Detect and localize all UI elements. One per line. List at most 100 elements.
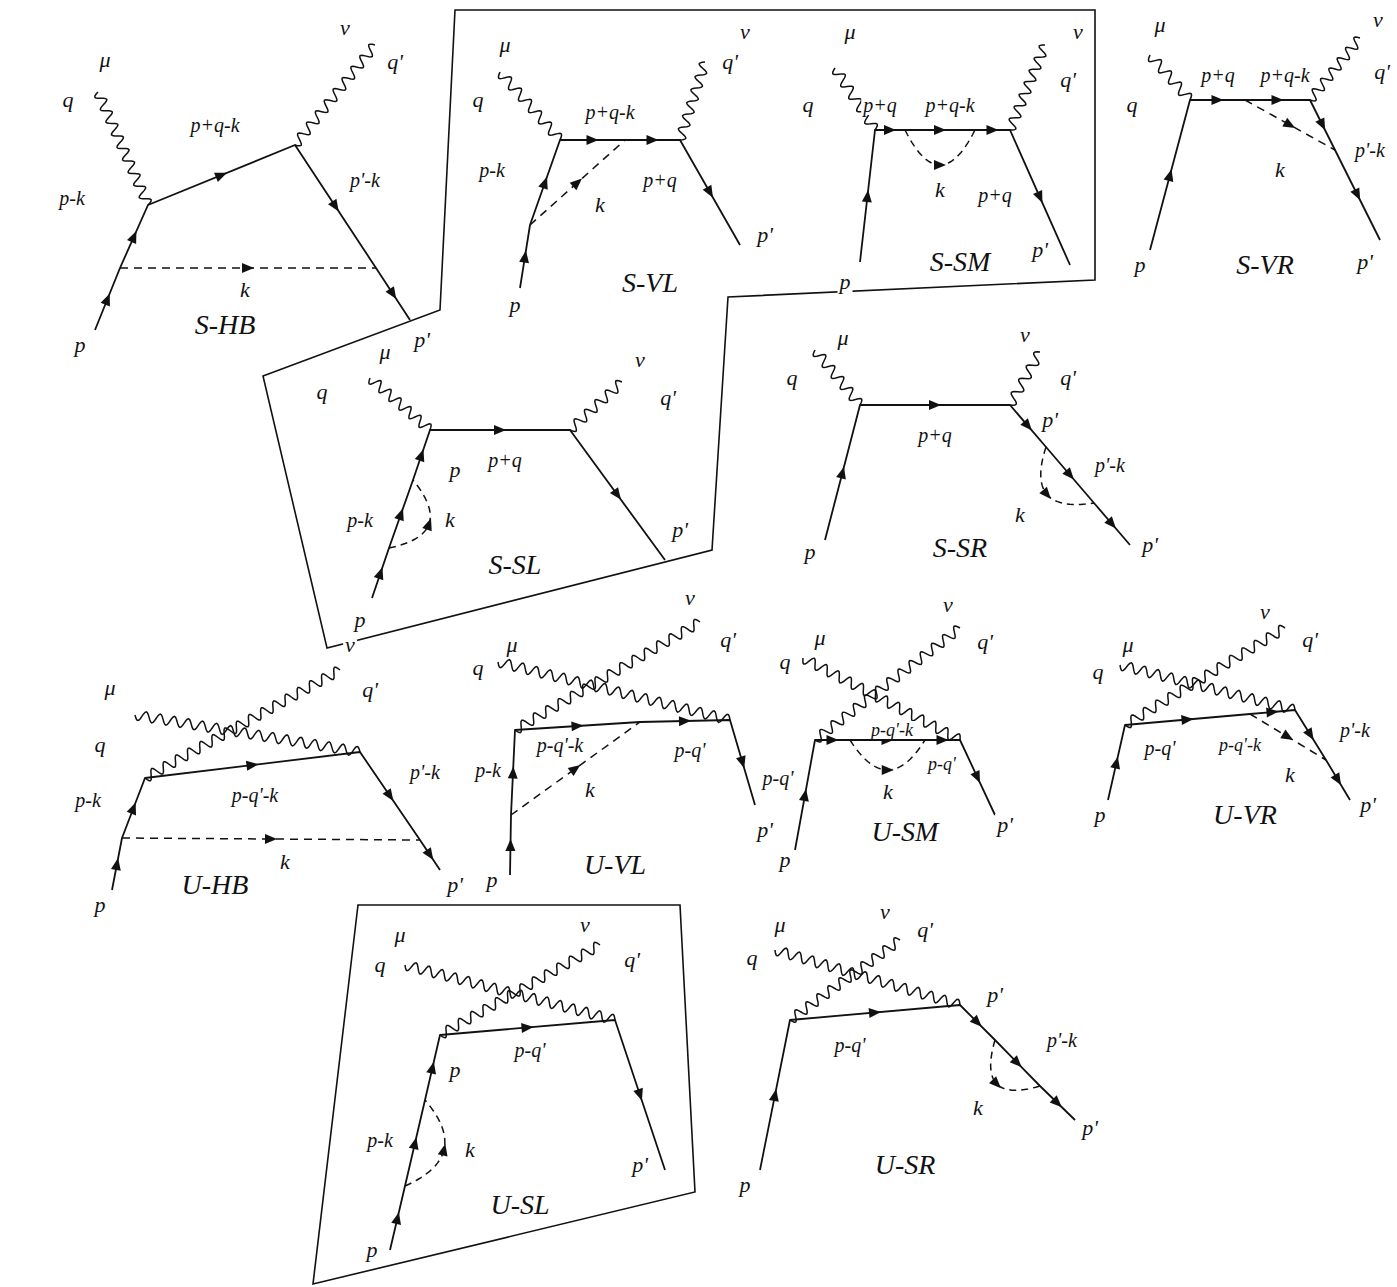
- fermion-arrow: [571, 721, 583, 731]
- momentum-label: p': [1140, 534, 1160, 556]
- fermion-arrow: [1062, 467, 1074, 479]
- momentum-label: q: [785, 367, 800, 389]
- momentum-label: μ: [504, 634, 519, 656]
- momentum-label: p'-k: [1093, 455, 1127, 475]
- momentum-label: p: [353, 609, 368, 631]
- momentum-label: p: [448, 459, 463, 481]
- momentum-label: q: [801, 94, 816, 116]
- momentum-label: p: [738, 1174, 753, 1196]
- momentum-label: ν: [338, 17, 352, 39]
- fermion-arrow: [970, 770, 980, 783]
- fermion-arrow: [1110, 757, 1120, 770]
- fermion-line: [95, 145, 410, 330]
- photon-line: [775, 948, 960, 1007]
- feynman-diagram: [1148, 37, 1380, 250]
- momentum-label: q: [373, 954, 388, 976]
- scalar-line: [1245, 100, 1335, 150]
- momentum-label: q': [1300, 629, 1320, 651]
- fermion-arrow: [633, 1088, 642, 1101]
- fermion-arrow: [679, 716, 691, 726]
- fermion-arrow: [426, 1062, 436, 1075]
- fermion-arrow: [970, 1015, 982, 1027]
- momentum-label: p: [803, 541, 818, 563]
- fermion-arrow: [1266, 708, 1278, 718]
- feynman-diagram: [498, 62, 740, 288]
- momentum-label: q': [720, 51, 740, 73]
- momentum-label: ν: [1258, 601, 1272, 623]
- scalar-arrow: [242, 263, 254, 273]
- momentum-label: ν: [343, 634, 357, 656]
- momentum-label: p: [1093, 804, 1108, 826]
- momentum-label: q': [360, 679, 380, 701]
- momentum-label: q': [915, 919, 935, 941]
- fermion-arrow: [394, 508, 403, 521]
- momentum-label: p: [485, 869, 500, 891]
- fermion-line: [825, 405, 1130, 545]
- momentum-label: p'-k: [1045, 1030, 1079, 1050]
- momentum-label: p-k: [57, 188, 87, 208]
- momentum-label: μ: [97, 49, 112, 71]
- photon-line: [145, 667, 340, 780]
- fermion-arrow: [1331, 772, 1341, 785]
- diagram-name: S-SM: [928, 248, 993, 276]
- momentum-label: p-k: [73, 790, 103, 810]
- momentum-label: p-k: [477, 160, 507, 180]
- fermion-arrow: [1020, 418, 1032, 430]
- scalar-arrow: [1280, 730, 1293, 740]
- photon-line: [405, 963, 615, 1023]
- fermion-arrow: [987, 125, 999, 135]
- momentum-label: q': [385, 51, 405, 73]
- momentum-label: q': [718, 629, 738, 651]
- momentum-label: ν: [578, 914, 592, 936]
- momentum-label: q: [745, 947, 760, 969]
- momentum-label: p-k: [365, 1130, 395, 1150]
- fermion-arrow: [409, 1137, 419, 1150]
- diagram-name: U-VL: [582, 851, 648, 879]
- momentum-label: k: [933, 179, 947, 201]
- fermion-arrow: [862, 190, 872, 202]
- scalar-arrow: [1282, 118, 1295, 128]
- scalar-arrow: [934, 160, 946, 170]
- photon-line: [813, 350, 862, 405]
- momentum-label: q: [315, 381, 330, 403]
- momentum-label: μ: [772, 914, 787, 936]
- scalar-loop: [905, 130, 975, 165]
- momentum-label: p: [93, 894, 108, 916]
- momentum-label: k: [583, 779, 597, 801]
- fermion-arrow: [386, 286, 397, 299]
- momentum-label: p-k: [345, 510, 375, 530]
- fermion-arrow: [519, 251, 529, 264]
- photon-line: [515, 619, 700, 732]
- momentum-label: ν: [633, 349, 647, 371]
- fermion-arrow: [1181, 715, 1193, 725]
- momentum-label: p-q'-k: [869, 721, 915, 739]
- momentum-label: q: [471, 657, 486, 679]
- feynman-diagram: [795, 626, 995, 850]
- feynman-diagram: [111, 667, 440, 890]
- diagram-name: U-SR: [873, 1151, 938, 1179]
- scalar-line: [511, 722, 640, 815]
- momentum-label: p': [755, 819, 775, 841]
- momentum-label: q': [975, 631, 995, 653]
- fermion-arrow: [415, 449, 424, 462]
- momentum-label: p-q'-k: [230, 785, 280, 805]
- scalar-loop: [389, 480, 430, 548]
- momentum-label: p: [448, 1059, 463, 1081]
- momentum-label: q': [1058, 69, 1078, 91]
- fermion-arrow: [508, 767, 518, 779]
- diagram-name: U-SM: [870, 818, 941, 846]
- momentum-label: q': [1372, 61, 1392, 83]
- momentum-label: p-q': [513, 1040, 548, 1060]
- momentum-label: k: [971, 1097, 985, 1119]
- momentum-label: k: [443, 509, 457, 531]
- momentum-label: p': [995, 814, 1015, 836]
- momentum-label: ν: [1018, 324, 1032, 346]
- momentum-label: μ: [1152, 14, 1167, 36]
- momentum-label: q: [778, 651, 793, 673]
- momentum-label: p': [630, 1154, 650, 1176]
- momentum-label: p-q': [673, 740, 708, 760]
- momentum-label: p'-k: [1338, 720, 1372, 740]
- scalar-loop: [405, 1100, 445, 1186]
